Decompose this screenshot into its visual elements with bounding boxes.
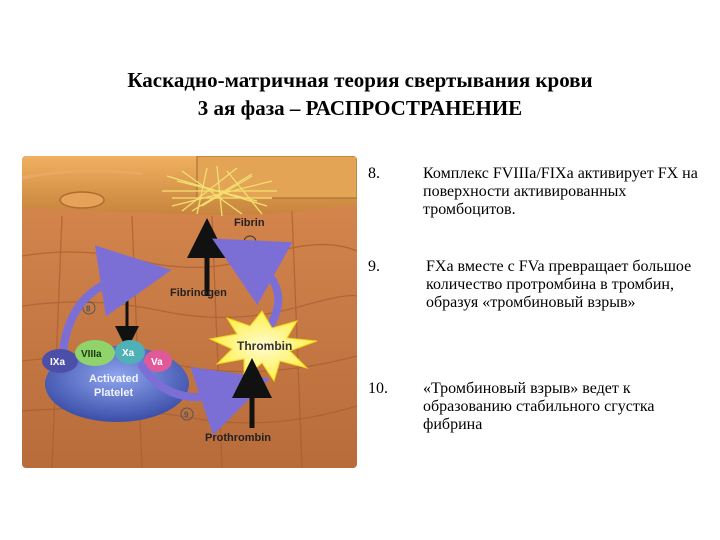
svg-text:Va: Va <box>151 357 163 368</box>
factor-ixa <box>42 349 78 373</box>
svg-text:9: 9 <box>184 411 189 420</box>
coagulation-diagram: Fibrin 10 Fibrinogen X 8 Activated Plate… <box>22 156 357 468</box>
list-item-number: 8. <box>368 165 380 182</box>
ixa-viiia-activation-arrow <box>58 245 172 365</box>
svg-text:IXa: IXa <box>50 357 65 368</box>
svg-text:10: 10 <box>246 241 254 248</box>
thrombin-to-fibrinogen-arrow <box>212 238 293 335</box>
factor-viiia <box>75 340 115 366</box>
svg-text:Xa: Xa <box>122 348 135 359</box>
factor-va <box>144 350 172 372</box>
fibrin-label: Fibrin <box>234 217 265 229</box>
list-item-number: 9. <box>368 258 380 275</box>
list-item-text: Комплекс FVIIIa/FIXa активирует FX на по… <box>423 165 698 218</box>
list-item-number: 10. <box>368 380 388 397</box>
fibrinogen-label: Fibrinogen <box>170 287 227 299</box>
svg-text:Activated: Activated <box>89 373 139 385</box>
page-title: Каскадно-матричная теория свертывания кр… <box>127 68 593 92</box>
list-item-text: «Тромбиновый взрыв» ведет к образованию … <box>423 380 655 433</box>
xa-va-to-thrombin-arrow <box>138 362 270 436</box>
prothrombin-label: Prothrombin <box>205 432 271 444</box>
factor-xa <box>115 340 145 364</box>
svg-text:Platelet: Platelet <box>94 387 133 399</box>
svg-text:VIIIa: VIIIa <box>81 349 102 360</box>
fibrin-mesh <box>162 165 277 217</box>
page-subtitle: 3 ая фаза – РАСПРОСТРАНЕНИЕ <box>197 96 523 120</box>
list-item-text: FXa вместе с FVa превращает большое коли… <box>426 258 692 311</box>
svg-text:8: 8 <box>86 305 91 314</box>
thrombin-label: Thrombin <box>237 339 292 353</box>
